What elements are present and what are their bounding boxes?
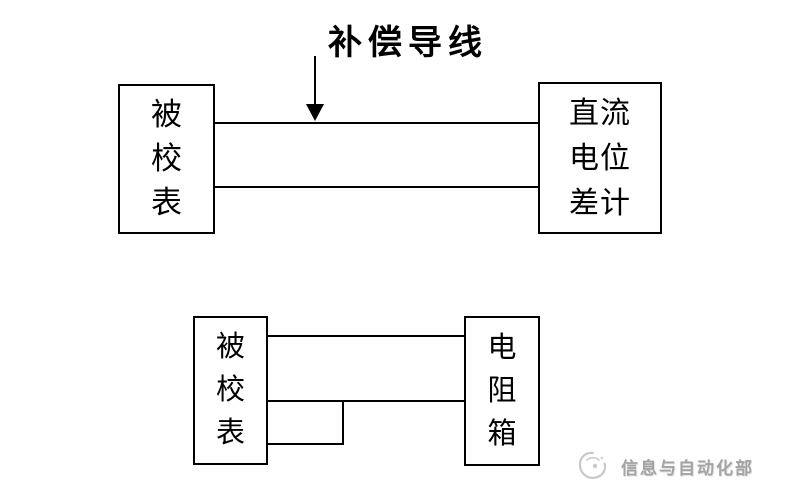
- box-text-line: 被: [215, 331, 245, 363]
- wire-bottom-middle: [267, 400, 465, 402]
- wire-top-upper: [214, 122, 538, 124]
- watermark-text: 信息与自动化部: [621, 458, 754, 478]
- box-text-line: 被: [151, 97, 182, 132]
- box-text-line: 直流: [569, 96, 631, 130]
- box-resistance-box: 电 阻 箱: [464, 316, 540, 466]
- watermark: 信息与自动化部: [574, 446, 754, 486]
- swirl-logo-icon: [578, 451, 607, 480]
- box-meter-under-test-top: 被 校 表: [118, 84, 215, 234]
- down-arrow-icon: [306, 104, 324, 121]
- box-text-line: 表: [215, 417, 245, 449]
- box-text-line: 校: [151, 141, 182, 176]
- down-arrow-shaft: [314, 56, 316, 106]
- box-text-line: 电: [487, 331, 517, 364]
- compensation-wire-label: 补偿导线: [328, 24, 488, 62]
- box-dc-potentiometer: 直流 电位 差计: [538, 82, 662, 234]
- box-text-line: 表: [151, 185, 182, 220]
- box-text-line: 阻: [487, 374, 517, 407]
- box-text-line: 箱: [487, 417, 517, 450]
- wire-top-lower: [214, 186, 538, 188]
- box-text-line: 差计: [569, 186, 631, 220]
- box-text-line: 电位: [569, 141, 631, 175]
- box-text-line: 校: [215, 374, 245, 406]
- box-meter-under-test-bottom: 被 校 表: [193, 316, 268, 465]
- wire-bottom-upper: [267, 335, 465, 337]
- wire-bottom-jog-vertical: [342, 400, 344, 445]
- wire-bottom-stub: [267, 443, 344, 445]
